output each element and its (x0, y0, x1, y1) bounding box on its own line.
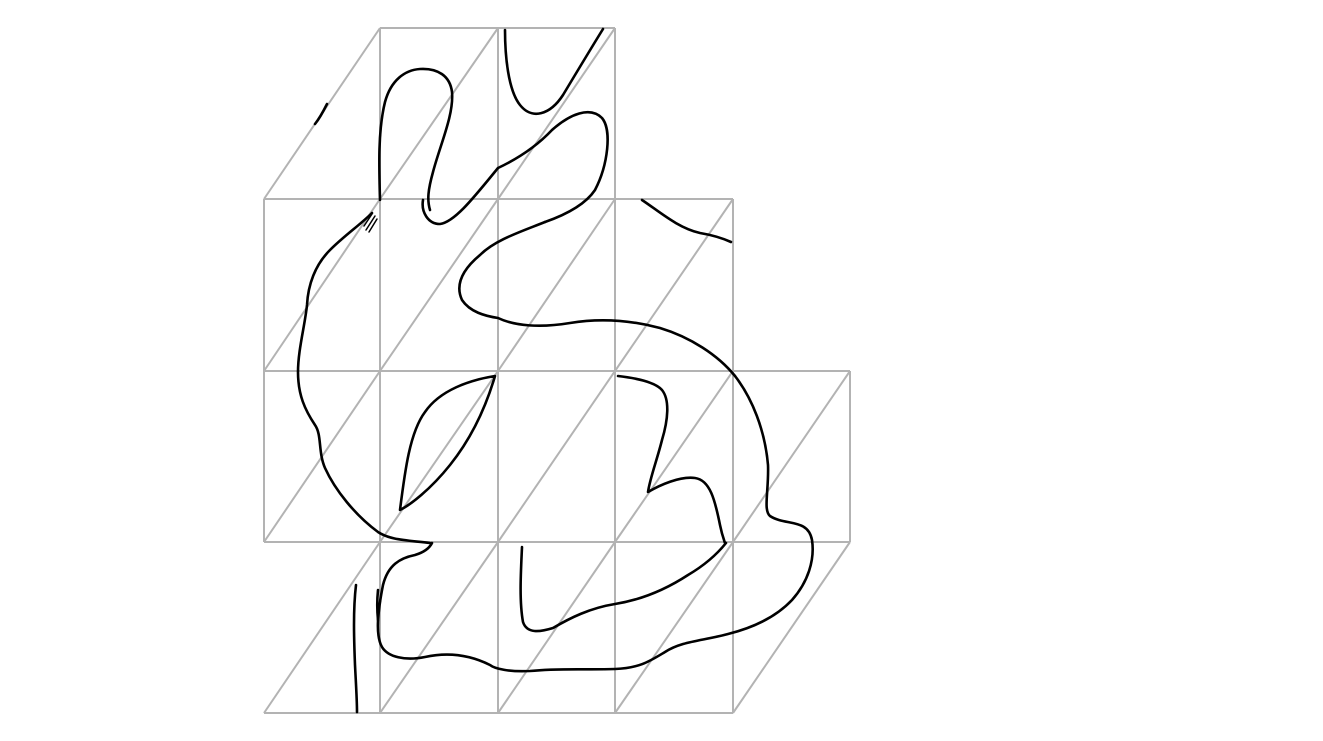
grid-diagonal (614, 198, 734, 372)
grid-diagonal (732, 541, 851, 714)
contour-head-neck (458, 220, 737, 378)
grid-row-1 (263, 198, 734, 372)
contour-hatch (363, 213, 378, 233)
grid-diagonal (497, 198, 616, 372)
contour-left-ear (378, 67, 454, 212)
contour-top-right-lobe (503, 27, 605, 115)
contour-body-right (376, 374, 814, 673)
grid-diagonal (497, 541, 616, 714)
contour-inner-right-loop (616, 374, 727, 545)
grid-diagonal (732, 370, 851, 543)
grid-diagonal (379, 541, 499, 714)
grid-diagonal (497, 27, 616, 200)
grid-diagonal (379, 27, 499, 200)
grid-row-2 (263, 370, 851, 543)
contour-ear-connector (421, 111, 609, 226)
grid-diagonal (614, 541, 734, 714)
grid-diagonal (614, 370, 734, 543)
contour-fragment-topleft (313, 102, 329, 126)
grid-diagonal (263, 541, 381, 714)
grid-diagonal (379, 370, 499, 543)
contour-inner-leaf (398, 374, 497, 512)
grid-diagonal (379, 198, 499, 372)
contour-top-right-stroke (640, 198, 733, 244)
grid-diagonal (497, 370, 616, 543)
grid-diagonal (263, 198, 381, 372)
triangular-grid (263, 27, 851, 714)
contour-lower-inner (519, 541, 728, 633)
contour-body-left (296, 211, 432, 545)
grid-row-0 (263, 27, 616, 200)
contour-curves (296, 27, 814, 714)
contour-left-vertical (352, 583, 359, 714)
contour-left-short (375, 588, 380, 622)
grid-row-3 (263, 541, 851, 714)
